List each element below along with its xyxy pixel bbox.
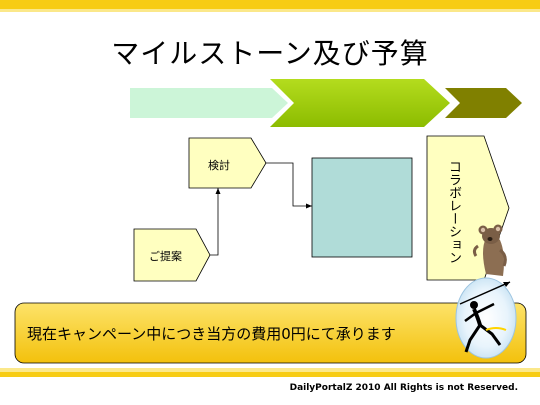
- javelin-figure-illustration: [455, 277, 517, 359]
- milestone-chevron-2: [270, 79, 450, 127]
- milestone-chevron-1: [130, 88, 288, 118]
- connector-proposal-review: [210, 188, 219, 256]
- milestone-chevron-3: [445, 88, 522, 118]
- center-box: [311, 157, 413, 258]
- campaign-callout-text: 現在キャンペーン中につき当方の費用0円にて承ります: [27, 325, 396, 343]
- collaboration-label: コラボレーション: [446, 160, 461, 264]
- campaign-callout-box: [14, 302, 527, 364]
- step-review-shape: [188, 137, 267, 189]
- slide-title: マイルストーン及び予算: [111, 37, 429, 70]
- footer-copyright: DailyPortalZ 2010 All Rights is not Rese…: [289, 383, 518, 393]
- connector-arrowhead-up: [215, 188, 221, 194]
- step-review-label: 検討: [208, 159, 230, 172]
- koala-illustration: [472, 224, 507, 276]
- bottom-accent-bar: [0, 372, 540, 377]
- top-accent-bar: [0, 0, 540, 9]
- step-proposal-shape: [133, 228, 211, 282]
- step-proposal-label: ご提案: [149, 250, 182, 263]
- connector-review-box: [266, 162, 312, 207]
- top-accent-bar-light: [0, 9, 540, 12]
- bottom-accent-bar-light: [0, 368, 540, 372]
- connector-arrowhead-right: [306, 203, 312, 209]
